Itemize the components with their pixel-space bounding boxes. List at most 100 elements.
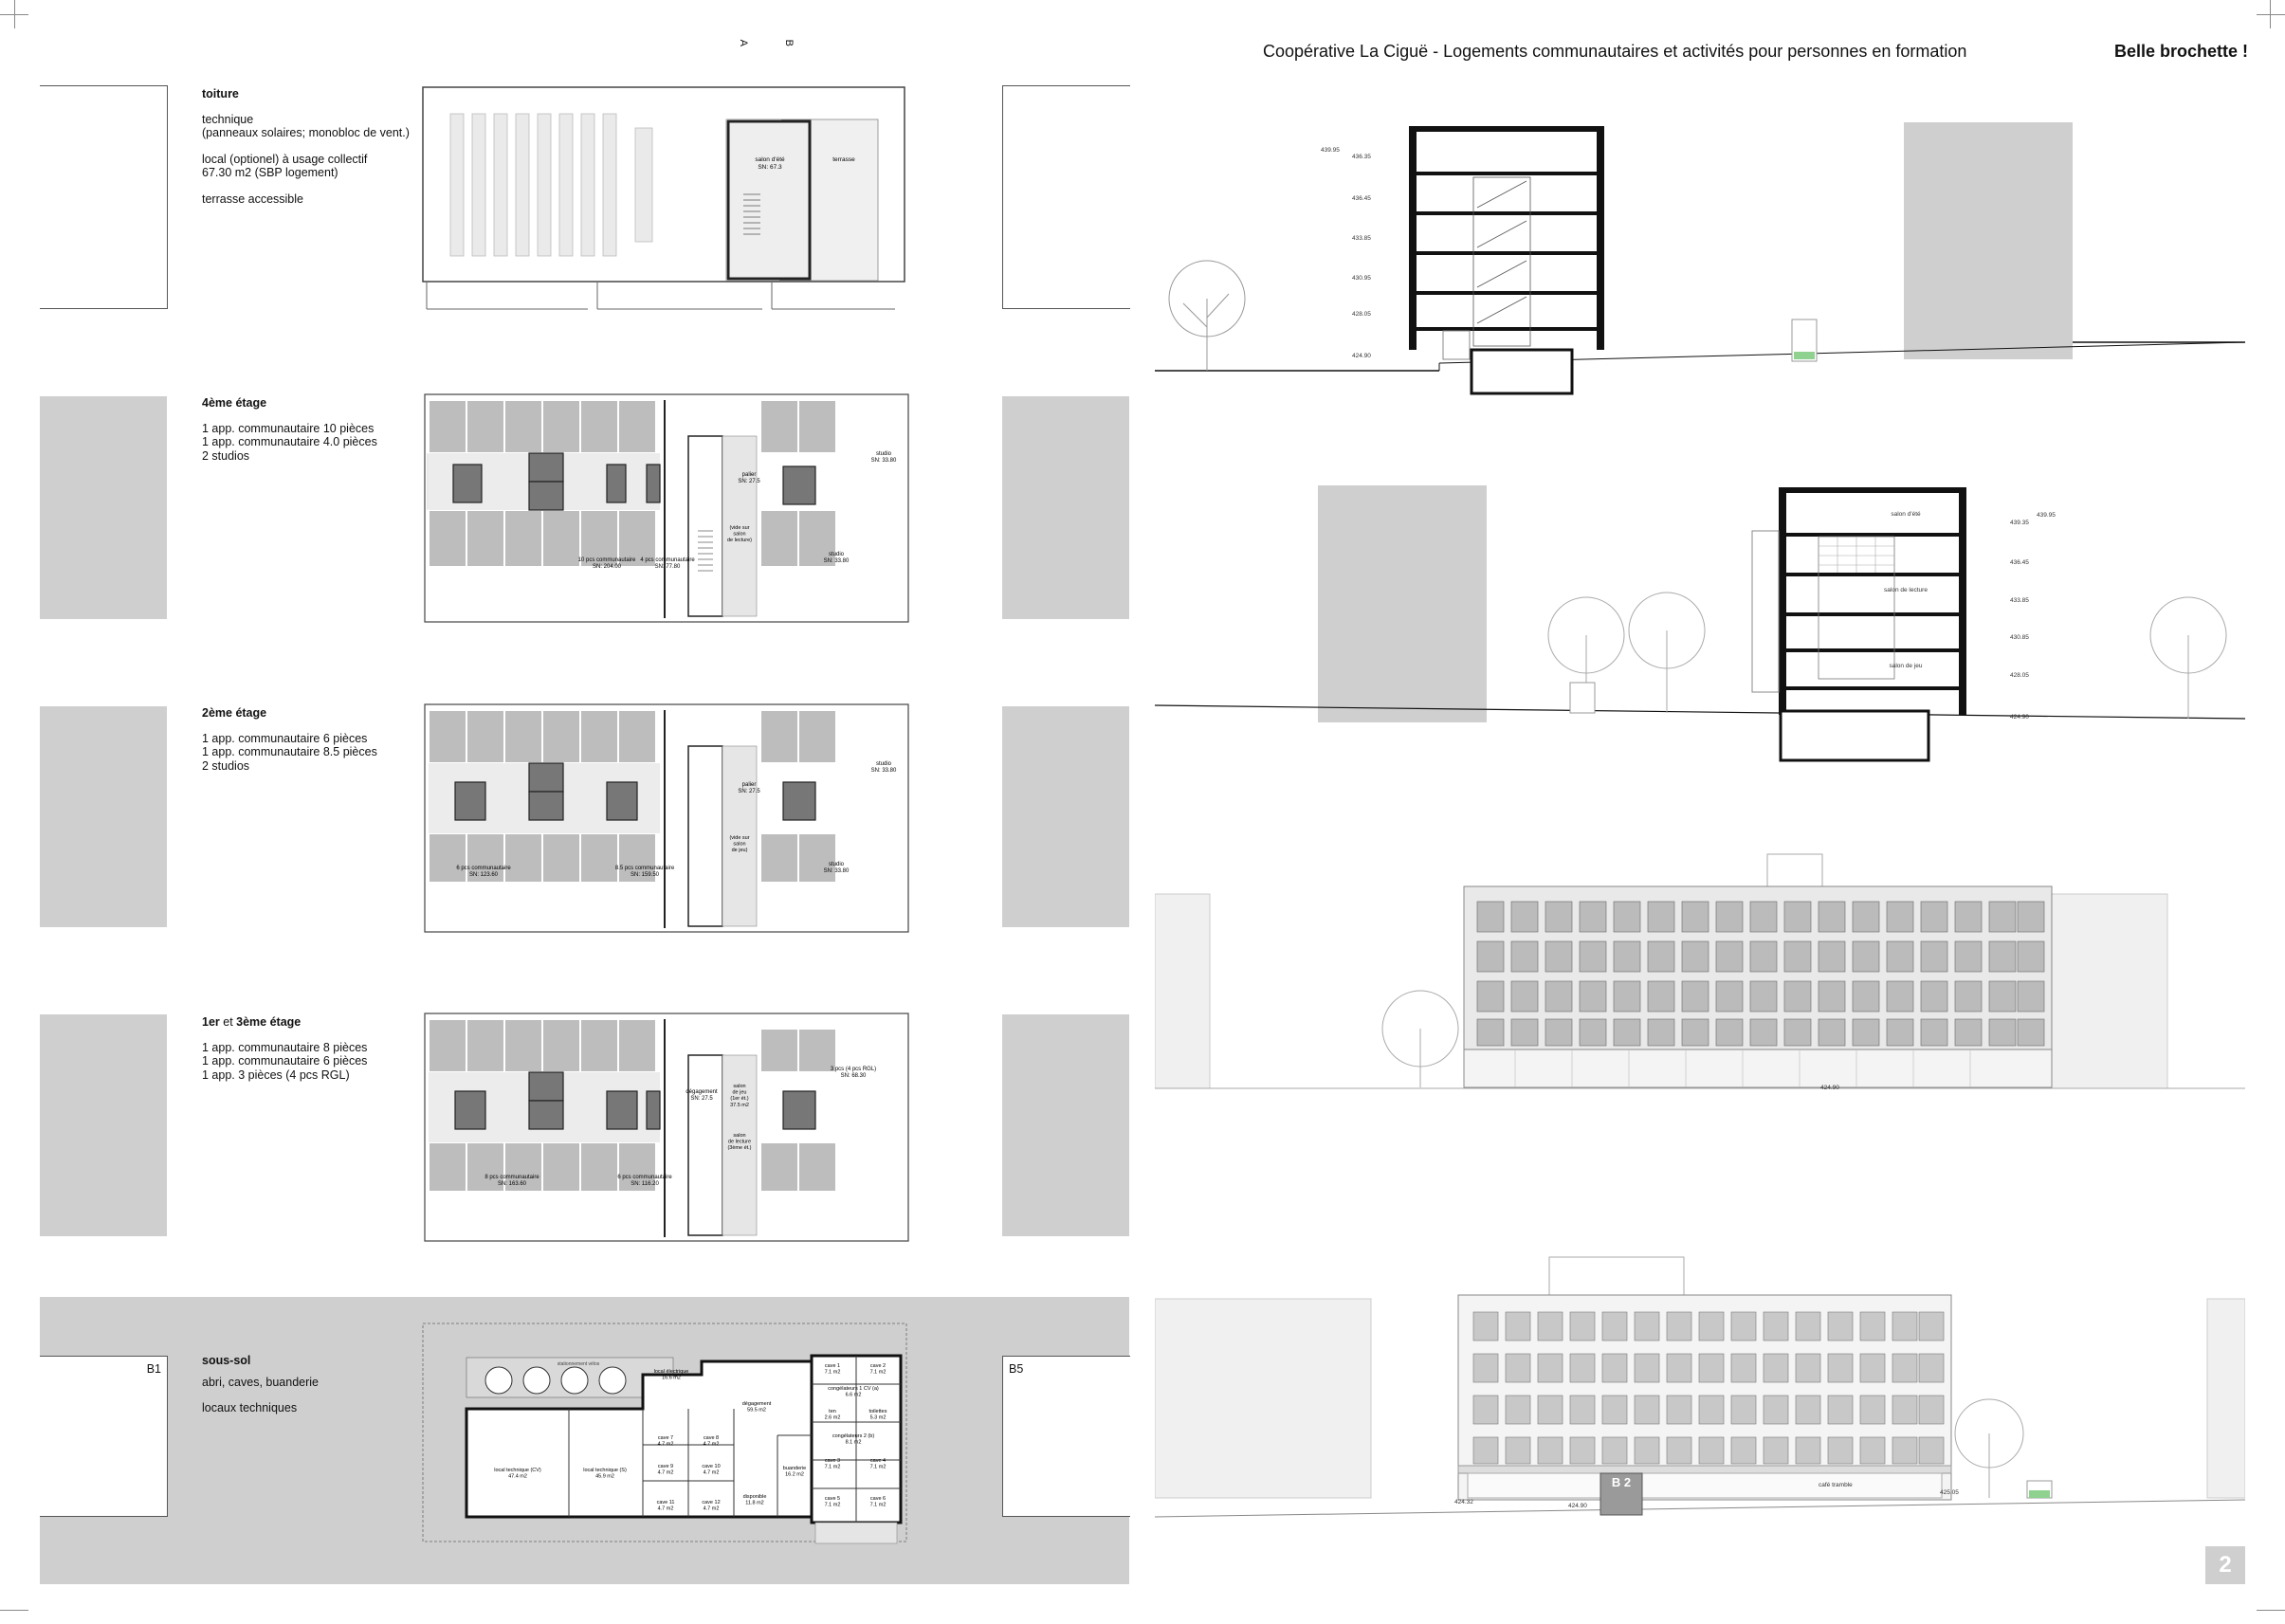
- neighbour-block-right: [1002, 396, 1129, 619]
- svg-text:424.90: 424.90: [1568, 1503, 1587, 1509]
- svg-text:433.85: 433.85: [2010, 597, 2029, 604]
- neighbour-block-left: [40, 1014, 167, 1236]
- svg-text:430.95: 430.95: [1352, 275, 1371, 282]
- plan-label: stationnement vélos: [558, 1361, 600, 1367]
- project-title: Coopérative La Ciguë - Logements communa…: [1263, 42, 1967, 61]
- corner-mark: [2257, 1610, 2285, 1611]
- floor-label-4eme: 4ème étage 1 app. communautaire 10 pièce…: [202, 396, 430, 475]
- room-labels: salon d'été salon de lecture salon de je…: [1884, 511, 1928, 669]
- entrance: [1600, 1472, 1643, 1516]
- floor-title: sous-sol: [202, 1354, 251, 1367]
- corner-mark: [2270, 0, 2271, 28]
- team-name: Belle brochette !: [2114, 42, 2249, 61]
- svg-text:salon d'été: salon d'été: [1891, 511, 1921, 518]
- floor-title: 2ème étage: [202, 706, 267, 720]
- corner-mark: [2257, 14, 2285, 15]
- plan-label: congélateurs 2 (b)8.1 m2: [832, 1433, 874, 1446]
- level-labels: 439.35 439.95 436.45 433.85 430.85 428.0…: [2010, 512, 2056, 721]
- svg-text:425.05: 425.05: [1940, 1489, 1959, 1496]
- plan-label: 3 pcs (4 pcs RGL)SN: 68.30: [831, 1067, 876, 1079]
- floor-line: local (optionel) à usage collectif 67.30…: [202, 152, 368, 180]
- floor-line: technique (panneaux solaires; monobloc d…: [202, 112, 410, 140]
- floor-label-2eme: 2ème étage 1 app. communautaire 6 pièces…: [202, 706, 430, 785]
- svg-text:439.35: 439.35: [2010, 520, 2029, 526]
- floor-title: toiture: [202, 87, 239, 100]
- page-number: 2: [2205, 1546, 2245, 1584]
- floor-line: 1 app. communautaire 6 pièces 1 app. com…: [202, 731, 377, 773]
- neighbour-block-left: [40, 396, 167, 619]
- section-b: salon d'été salon de lecture salon de je…: [1155, 485, 2245, 762]
- tree-icon: [1168, 260, 1246, 371]
- floor-title-b: 3ème étage: [236, 1015, 302, 1029]
- plan-label: local technique (S)45.9 m2: [583, 1468, 627, 1480]
- svg-text:439.95: 439.95: [1321, 147, 1340, 154]
- svg-text:salon de lecture: salon de lecture: [1884, 587, 1928, 593]
- neighbour-block-right: [1002, 85, 1130, 309]
- neighbour-block-right: [1002, 1014, 1129, 1236]
- block-label-b5: B5: [1009, 1362, 1024, 1376]
- section-marker-a: A: [737, 39, 749, 46]
- svg-text:424.90: 424.90: [2010, 714, 2029, 721]
- level-label: 424.90: [1820, 1085, 1839, 1091]
- corner-mark: [14, 0, 15, 28]
- svg-text:430.85: 430.85: [2010, 634, 2029, 641]
- building-section: [1751, 487, 1966, 762]
- section-marker-b: B: [782, 39, 795, 46]
- floor-label-1er-3eme: 1er et 3ème étage 1 app. communautaire 8…: [202, 1015, 430, 1094]
- wet-cores: [452, 452, 661, 511]
- svg-text:424.90: 424.90: [1352, 353, 1371, 359]
- elevation-1: 424.90: [1155, 853, 2245, 1091]
- floor-label-soussol: sous-sol abri, caves, buanderie locaux t…: [202, 1354, 430, 1428]
- floor-line: 1 app. communautaire 8 pièces 1 app. com…: [202, 1040, 368, 1082]
- level-labels: 439.95 436.35 436.45 433.85 430.95 428.0…: [1321, 147, 1371, 359]
- svg-text:café tramble: café tramble: [1819, 1482, 1853, 1488]
- block-label-b1: B1: [146, 1362, 161, 1376]
- floor-line: terrasse accessible: [202, 192, 303, 206]
- neighbour-block-right: [1002, 706, 1129, 927]
- neighbour-block-b1: B1: [40, 1356, 168, 1517]
- svg-text:424.32: 424.32: [1454, 1499, 1473, 1505]
- floor-title-a: 1er: [202, 1015, 220, 1029]
- floor-line: 1 app. communautaire 10 pièces 1 app. co…: [202, 421, 377, 463]
- floor-line: locaux techniques: [202, 1401, 298, 1414]
- neighbour-building: [1904, 122, 2073, 359]
- svg-text:439.95: 439.95: [2037, 512, 2056, 519]
- plan-label: congélateurs 1 CV (a)6.6 m2: [828, 1386, 879, 1398]
- section-a: 439.95 436.35 436.45 433.85 430.95 428.0…: [1155, 122, 2245, 395]
- svg-text:436.35: 436.35: [1352, 154, 1371, 160]
- level-labels: 424.32 424.90 425.05 café tramble: [1454, 1482, 1959, 1509]
